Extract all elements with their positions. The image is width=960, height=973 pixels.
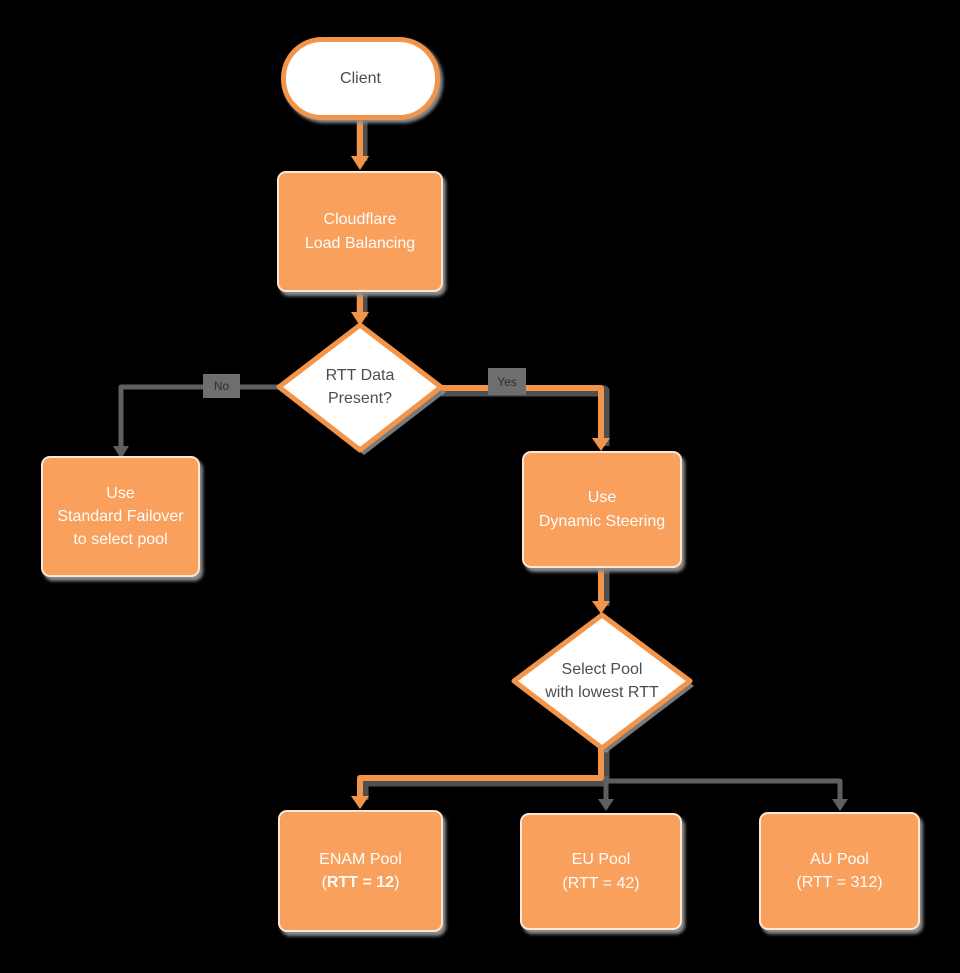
edge-select-to-enam [357,747,604,797]
node-eu-pool-label: EU Pool (RTT = 42) [562,848,639,894]
node-enam-pool-label: ENAM Pool (RTT = 12) [319,848,402,894]
edge-label-no: No [203,374,240,398]
node-load-balancer: Cloudflare Load Balancing [277,171,443,292]
arrowhead-client-to-lb [351,156,369,170]
enam-pool-paren-open: ( [321,874,327,891]
edge-au-path [606,778,843,800]
eu-pool-rtt: (RTT = 42) [562,874,640,892]
eu-pool-name: EU Pool [571,851,631,869]
node-dynamic-steering-label: Use Dynamic Steering [538,489,666,530]
node-enam-pool: ENAM Pool (RTT = 12) [278,810,443,932]
arrowhead-au [832,799,848,811]
node-rtt-decision: RTT Data Present? [290,352,430,422]
node-client-label: Client [340,69,381,87]
node-standard-failover: Use Standard Failover to select pool [41,456,200,577]
enam-pool-paren-close: ) [394,874,400,891]
node-client: Client [281,37,440,120]
rtt-decision-shape [276,322,444,453]
node-standard-failover-label: Use Standard Failover to select pool [57,484,184,549]
edge-no-path [118,384,279,448]
edge-shadow [441,385,610,446]
node-dynamic-steering: Use Dynamic Steering [522,451,682,568]
au-pool-name: AU Pool [810,850,869,868]
arrowhead-lb-to-decision [351,312,369,326]
arrowhead-no [113,446,129,459]
node-select-pool-decision-label: Select Pool with lowest RTT [545,660,659,701]
edge-label-yes: Yes [488,368,526,395]
arrowhead-steering-to-select [592,601,610,614]
arrowhead-yes [592,438,610,451]
enam-pool-name: ENAM Pool [319,850,402,868]
node-rtt-decision-label: RTT Data Present? [325,366,395,407]
node-load-balancer-label: Cloudflare Load Balancing [304,211,416,252]
node-select-pool-decision: Select Pool with lowest RTT [522,646,682,716]
node-au-pool: AU Pool (RTT = 312) [759,812,920,930]
enam-pool-rtt-value: RTT = 12 [326,874,395,891]
arrowhead-eu [598,799,614,811]
select-pool-decision-shape [511,612,693,751]
au-pool-rtt: (RTT = 312) [796,874,883,891]
node-eu-pool: EU Pool (RTT = 42) [520,813,682,930]
node-au-pool-label: AU Pool (RTT = 312) [796,848,882,894]
arrowhead-enam [351,796,369,809]
